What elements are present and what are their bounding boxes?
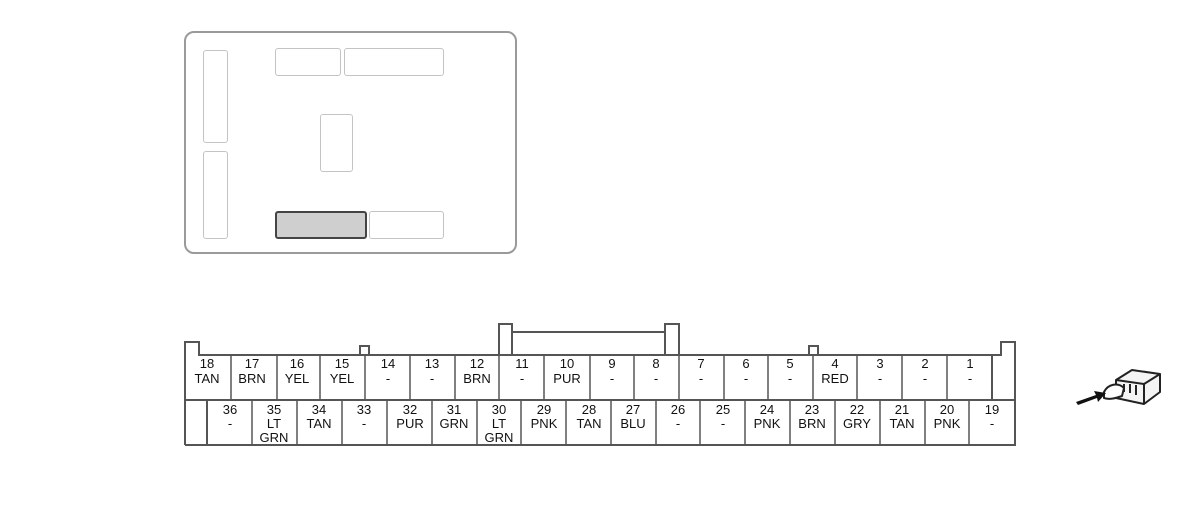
pin-number: 32 — [402, 402, 418, 417]
pin-wire-color: PNK — [933, 416, 961, 431]
module-slot-left-bottom — [203, 151, 228, 239]
connector-lock-tab — [498, 323, 680, 355]
pin-number: 22 — [849, 402, 865, 417]
pin-number: 33 — [356, 402, 372, 417]
pin-number: 19 — [984, 402, 1000, 417]
pin-wire-color: BRN — [798, 416, 826, 431]
pin-wire-color: - — [429, 371, 435, 386]
pin-wire-color: - — [922, 371, 928, 386]
pin-wire-color: TAN — [576, 416, 602, 431]
module-outline — [184, 31, 517, 254]
pin-wire-color: BRN — [463, 371, 491, 386]
pin-number: 20 — [939, 402, 955, 417]
pin-wire-color: - — [609, 371, 615, 386]
pin-number: 8 — [652, 356, 660, 371]
connector-body-outline — [184, 341, 1016, 446]
pin-wire-color: GRN — [439, 416, 469, 431]
pin-wire-color: - — [877, 371, 883, 386]
pin-wire-color: TAN — [194, 371, 220, 386]
pin-wire-color: BLU — [620, 416, 646, 431]
pin-wire-color: GRN — [259, 430, 289, 445]
pin-number: 23 — [804, 402, 820, 417]
pin-number: 24 — [759, 402, 775, 417]
pin-wire-color: - — [385, 371, 391, 386]
pin-wire-color: RED — [821, 371, 849, 386]
pin-number: 34 — [311, 402, 327, 417]
pin-number: 31 — [446, 402, 462, 417]
pin-wire-color: - — [519, 371, 525, 386]
pin-wire-color: LT — [266, 416, 282, 431]
pin-wire-color: LT — [491, 416, 507, 431]
pin-wire-color: - — [361, 416, 367, 431]
pin-number: 13 — [424, 356, 440, 371]
pin-number: 35 — [266, 402, 282, 417]
connector-outline — [184, 323, 1016, 446]
pin-number: 25 — [715, 402, 731, 417]
pin-wire-color: - — [743, 371, 749, 386]
pin-number: 6 — [742, 356, 750, 371]
pin-number: 21 — [894, 402, 910, 417]
pin-number: 29 — [536, 402, 552, 417]
key-bump-left — [359, 345, 370, 355]
pin-wire-color: PNK — [753, 416, 781, 431]
pin-wire-color: - — [720, 416, 726, 431]
pin-number: 10 — [559, 356, 575, 371]
pin-number: 18 — [199, 356, 215, 371]
pin-wire-color: YEL — [284, 371, 310, 386]
view-direction-hand-icon — [1076, 369, 1161, 405]
module-slot-top-large — [344, 48, 444, 76]
module-slot-left-top — [203, 50, 228, 143]
pin-number: 26 — [670, 402, 686, 417]
pin-number: 27 — [625, 402, 641, 417]
module-slot-highlighted-connector — [275, 211, 367, 239]
pin-number: 9 — [608, 356, 616, 371]
pin-wire-color: GRN — [484, 430, 514, 445]
pin-wire-color: - — [989, 416, 995, 431]
pin-number: 28 — [581, 402, 597, 417]
pin-number: 5 — [786, 356, 794, 371]
pin-wire-color: PNK — [530, 416, 558, 431]
pin-number: 15 — [334, 356, 350, 371]
pin-wire-color: PUR — [553, 371, 581, 386]
pin-number: 1 — [966, 356, 974, 371]
key-bump-right — [808, 345, 819, 355]
pin-wire-color: PUR — [396, 416, 424, 431]
pin-number: 17 — [244, 356, 260, 371]
module-slot-top-small — [275, 48, 341, 76]
pin-number: 30 — [491, 402, 507, 417]
module-slot-bottom-right — [369, 211, 444, 239]
pin-wire-color: - — [967, 371, 973, 386]
pin-dividers — [230, 355, 970, 445]
pin-wire-color: GRY — [843, 416, 871, 431]
pin-number: 3 — [876, 356, 884, 371]
pin-number: 36 — [222, 402, 238, 417]
pin-number: 16 — [289, 356, 305, 371]
pin-wire-color: - — [787, 371, 793, 386]
pin-wire-color: - — [675, 416, 681, 431]
module-slot-center — [320, 114, 353, 172]
pin-wire-color: - — [698, 371, 704, 386]
pin-wire-color: YEL — [329, 371, 355, 386]
pin-number: 12 — [469, 356, 485, 371]
pin-number: 14 — [380, 356, 396, 371]
pin-wire-color: TAN — [889, 416, 915, 431]
pin-wire-color: BRN — [238, 371, 266, 386]
pin-number: 2 — [921, 356, 929, 371]
pin-wire-color: TAN — [306, 416, 332, 431]
pin-number: 4 — [831, 356, 839, 371]
pin-number: 11 — [515, 356, 529, 371]
pin-wire-color: - — [653, 371, 659, 386]
pin-number: 7 — [697, 356, 705, 371]
pin-wire-color: - — [227, 416, 233, 431]
